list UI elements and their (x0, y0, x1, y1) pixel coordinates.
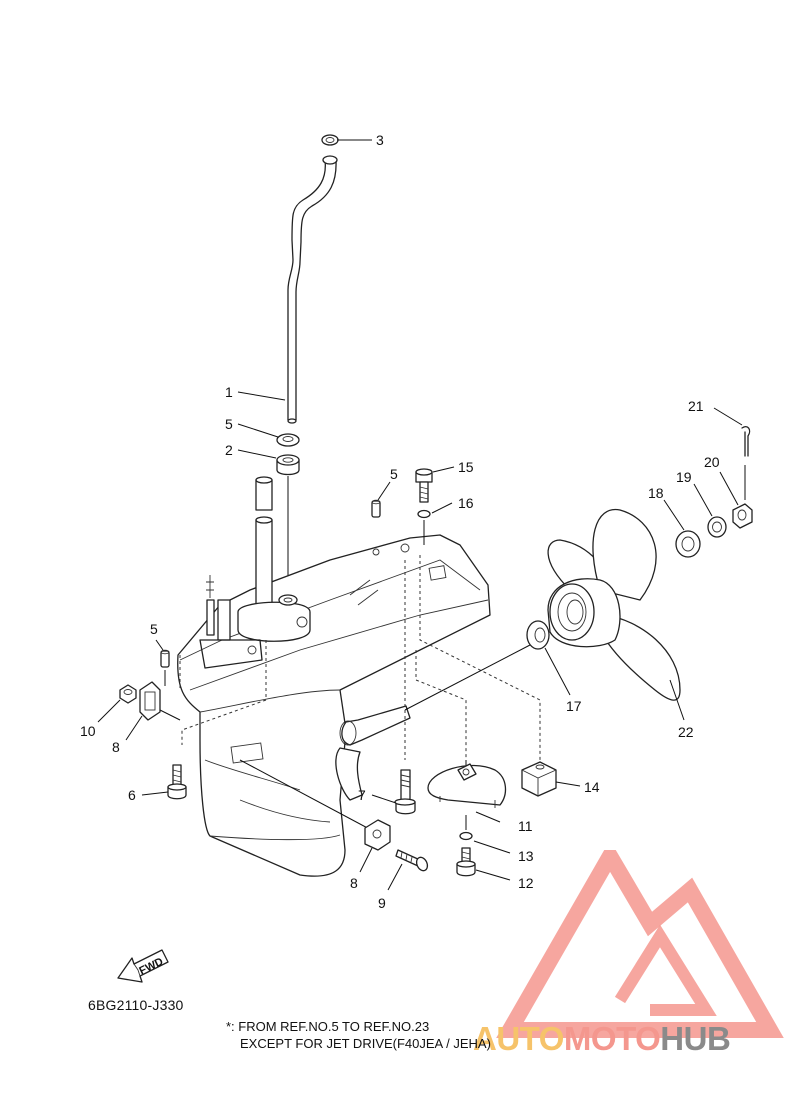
callout-10: 9 (378, 895, 386, 911)
part-6-bolt (167, 764, 187, 800)
brand-moto: MOTO (563, 1020, 661, 1057)
callout-16: 15 (458, 459, 474, 475)
part-16-bolt (415, 468, 433, 503)
callout-leaders (97, 139, 743, 891)
callout-numbers: 3 1 5 2 5 15 16 5 10 8 6 7 8 9 11 13 12 … (80, 132, 720, 911)
part-4-grommet (276, 433, 300, 447)
part-21-nut (732, 465, 753, 529)
drive-shaft-assembly (199, 476, 311, 669)
brand-auto: AUTO (473, 1020, 564, 1057)
part-8-anode (364, 819, 391, 851)
part-22-cotter-pin (741, 426, 751, 457)
part-5-dowel-pin-left (160, 649, 170, 686)
callout-23: 22 (678, 724, 694, 740)
part-9-anode (139, 681, 161, 721)
footnote-line-2: EXCEPT FOR JET DRIVE(F40JEA / JEHA) (240, 1036, 491, 1051)
fwd-arrow-icon: FWD (117, 949, 169, 983)
part-15-anode (521, 761, 557, 797)
callout-18: 17 (566, 698, 582, 714)
diagram-reference-code: 6BG2110-J330 (88, 997, 184, 1013)
callout-22: 21 (688, 398, 704, 414)
callout-5-upper: 5 (390, 466, 398, 482)
propeller-shaft (335, 705, 411, 801)
callout-15: 14 (584, 779, 600, 795)
callout-19: 18 (648, 485, 664, 501)
callout-13: 12 (518, 875, 534, 891)
callout-14: 13 (518, 848, 534, 864)
callout-2: 2 (225, 442, 233, 458)
brand-hub: HUB (660, 1020, 731, 1057)
part-20-washer (707, 516, 727, 538)
lower-unit-housing (177, 534, 491, 877)
part-11-nut (119, 684, 137, 704)
callout-7: 7 (358, 787, 366, 803)
footnote: *: FROM REF.NO.5 TO REF.NO.23 EXCEPT FOR… (226, 1018, 491, 1052)
part-18-thrust-washer (526, 620, 550, 650)
automotohub-brand-text: AUTOMOTOHUB (473, 1020, 800, 1058)
automotohub-logo-mark (496, 850, 784, 1038)
callout-11: 10 (80, 723, 96, 739)
part-17-washer (417, 509, 431, 545)
part-12-trim-tab (427, 763, 507, 808)
callout-6: 6 (128, 787, 136, 803)
part-19-spacer (675, 530, 701, 558)
part-5-dowel-pin-upper (371, 499, 381, 518)
part-1-water-tube (287, 155, 338, 424)
callout-1: 1 (225, 384, 233, 400)
callout-3: 3 (376, 132, 384, 148)
callout-8: 8 (350, 875, 358, 891)
footnote-line-1: *: FROM REF.NO.5 TO REF.NO.23 (226, 1019, 430, 1034)
callout-20: 19 (676, 469, 692, 485)
reference-dashed-lines (179, 555, 541, 760)
callout-17: 16 (458, 495, 474, 511)
part-14-washer (459, 831, 473, 841)
part-10-screw (395, 849, 429, 872)
part-7-bolt (394, 769, 416, 815)
callout-12: 11 (518, 818, 533, 834)
part-23-propeller (547, 508, 681, 701)
part-3-washer (321, 134, 339, 146)
callout-5-left: 5 (150, 621, 158, 637)
callout-4: 5 (225, 416, 233, 432)
callout-21: 20 (704, 454, 720, 470)
fwd-label: FWD (137, 956, 165, 978)
callout-9: 8 (112, 739, 120, 755)
part-13-bolt (456, 847, 476, 877)
